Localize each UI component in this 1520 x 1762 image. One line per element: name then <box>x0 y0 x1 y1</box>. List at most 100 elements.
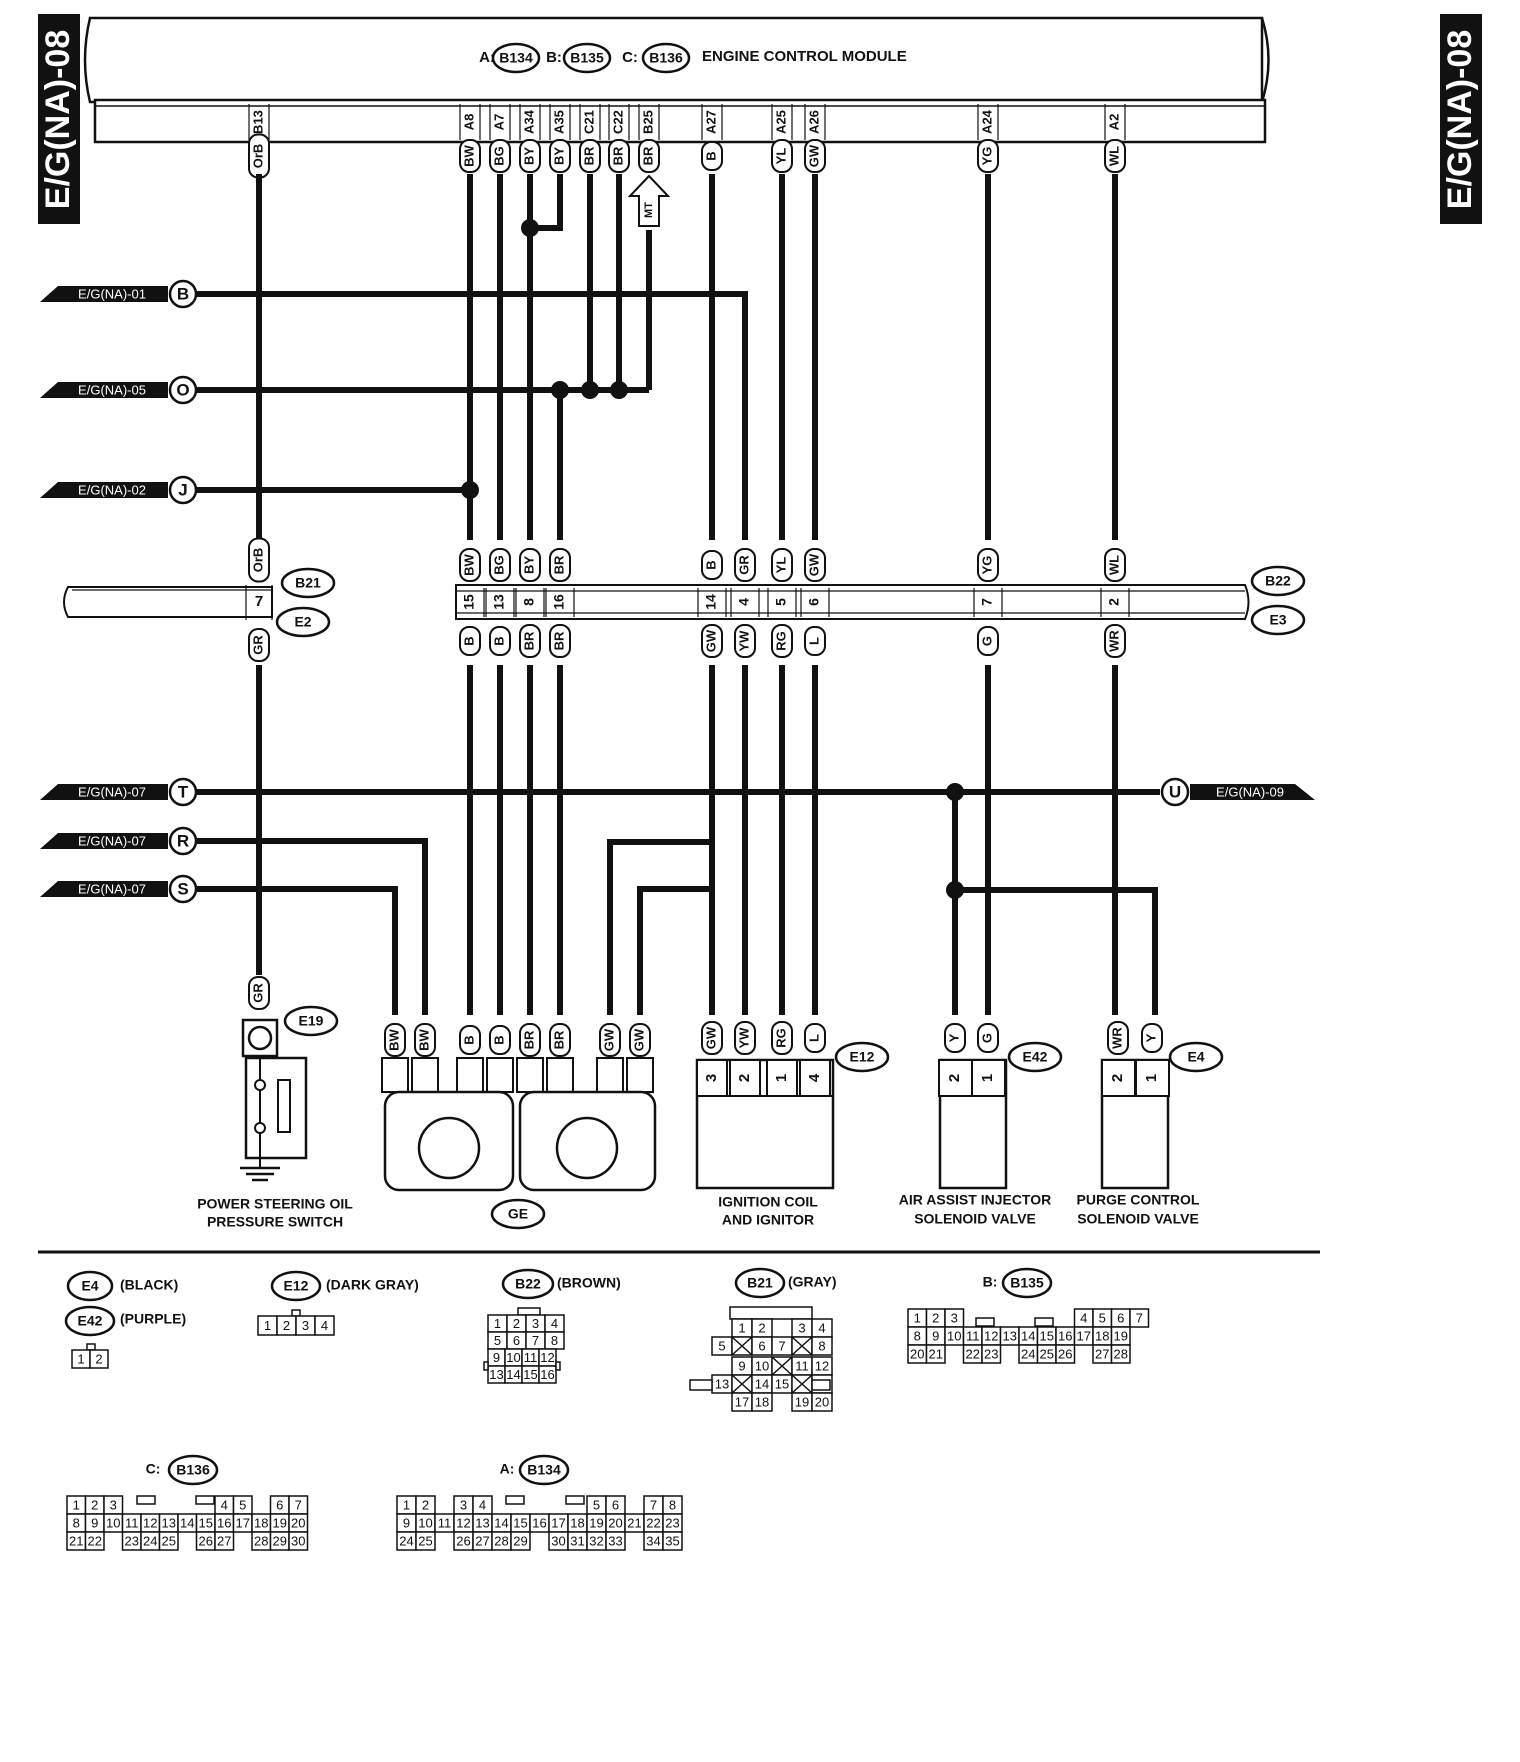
wire-gw-ge2 <box>637 886 715 1015</box>
ecm-wire-A35: BY <box>551 147 566 165</box>
b22-top-wire-6-box <box>804 548 826 582</box>
legend-b134-face-pin-2: 2 <box>422 1497 429 1512</box>
ecm-wire-A27-box <box>701 141 723 171</box>
e3-bottom-wire-13: B <box>491 636 506 645</box>
e3-bottom-wire-6: L <box>806 637 821 645</box>
air-assist-label-2: SOLENOID VALVE <box>914 1211 1036 1227</box>
ref-eg07-r-text: E/G(NA)-07 <box>78 833 146 848</box>
pc-wire-0: WR <box>1109 1027 1124 1049</box>
legend-b135-face-pin-18: 18 <box>1095 1328 1109 1343</box>
legend-b136-face-cell <box>84 1531 105 1551</box>
b22-top-wire-4: GR <box>736 555 751 575</box>
ecm-pin-C21: C21 <box>581 110 596 134</box>
b22-pin-5: 5 <box>773 598 789 606</box>
ref-eg07-r-plate <box>40 833 168 849</box>
legend-b135-face-pin-27: 27 <box>1095 1346 1109 1361</box>
ecm-wire-A34: BY <box>521 147 536 165</box>
b22-pin-8: 8 <box>521 598 537 606</box>
e3-bottom-wire-5: RG <box>773 631 788 651</box>
legend-b134-face-pin-10: 10 <box>418 1515 432 1530</box>
legend-b136-key <box>136 1495 156 1505</box>
legend-b22-face2-pin-9: 9 <box>493 1350 500 1365</box>
pc-wire-1-box <box>1141 1023 1163 1053</box>
e3-bottom-wire-16: BR <box>551 631 566 650</box>
ign-wire-2: RG <box>773 1028 788 1048</box>
legend-b136-face-pin-16: 16 <box>217 1515 231 1530</box>
legend-b134-face-pin-14: 14 <box>494 1515 508 1530</box>
legend-b136-face-pin-21: 21 <box>69 1533 83 1548</box>
e12-conn-label-oval <box>834 1041 890 1073</box>
legend-b135-face-pin-14: 14 <box>1021 1328 1035 1343</box>
e3-bottom-wire-4-box <box>734 624 756 658</box>
ecm-conn-c-oval <box>641 42 691 74</box>
legend-b136-face-pin-20: 20 <box>291 1515 305 1530</box>
b22-pin-13: 13 <box>491 594 507 610</box>
b22-top-wire-13: BG <box>491 555 506 575</box>
ecm-pin-B13: B13 <box>250 110 265 134</box>
e3-bottom-wire-2-box <box>1104 624 1126 658</box>
legend-b21-face-pin-5: 5 <box>718 1338 725 1353</box>
e3-bottom-wire-7: G <box>979 636 994 646</box>
aa-pin-cell <box>938 1059 973 1097</box>
page-tag-right: E/G(NA)-08 <box>1440 14 1482 224</box>
ign-wire-3: L <box>806 1034 821 1042</box>
junction-dot <box>581 381 599 399</box>
legend-b22-face-pin-5: 5 <box>494 1333 501 1348</box>
ge-wire-2: B <box>461 1035 476 1044</box>
ecm-label-c: C: <box>622 49 638 66</box>
b22-pin-14: 14 <box>703 594 719 610</box>
ge-wire-7: GW <box>631 1028 646 1051</box>
ecm-wire-A24: YG <box>979 147 994 166</box>
legend-b134-face-pin-22: 22 <box>646 1515 660 1530</box>
legend-b134-face-pin-24: 24 <box>399 1533 413 1548</box>
aa-wire-0-box <box>944 1023 966 1053</box>
legend-b134-face-cell <box>662 1531 683 1551</box>
legend-b134-face-pin-12: 12 <box>456 1515 470 1530</box>
ge-wire-2-box <box>459 1025 481 1055</box>
aa-pin-cell <box>971 1059 1006 1097</box>
legend-b135-face-pin-23: 23 <box>984 1346 998 1361</box>
legend-b134-face-pin-31: 31 <box>570 1533 584 1548</box>
legend-b134-face-pin-32: 32 <box>589 1533 603 1548</box>
legend-b21-face2-pin-11: 11 <box>795 1358 809 1373</box>
legend-b22-face2-pin-10: 10 <box>506 1350 520 1365</box>
legend-b134-face-pin-1: 1 <box>403 1497 410 1512</box>
legend-b134-face-pin-28: 28 <box>494 1533 508 1548</box>
ecm-wire-C22-box <box>608 139 630 173</box>
b21-conn-label-oval <box>280 567 336 599</box>
ecm-pin-A8: A8 <box>461 114 476 131</box>
ignition-label-2: AND IGNITOR <box>722 1212 814 1228</box>
pc-pin-1: 1 <box>1143 1074 1160 1082</box>
legend-b134-face-pin-6: 6 <box>612 1497 619 1512</box>
legend-b135-face-pin-26: 26 <box>1058 1346 1072 1361</box>
ps-label-2: PRESSURE SWITCH <box>207 1214 343 1230</box>
legend-b134-face-cell <box>605 1531 626 1551</box>
ge-wire-0-box <box>384 1023 406 1057</box>
ref-eg07-r-letter: R <box>177 831 189 850</box>
legend-b22-face2-pin-14: 14 <box>506 1367 520 1382</box>
legend-b21-face-pin-3: 3 <box>798 1320 805 1335</box>
b22-top-wire-8-box <box>519 548 541 582</box>
legend-b22-face2-pin-11: 11 <box>524 1350 538 1365</box>
ignition-label-1: IGNITION COIL <box>718 1194 818 1210</box>
ps-switch-body <box>244 1056 308 1160</box>
ecm-pin-A34: A34 <box>521 109 536 134</box>
ign-wire-2-box <box>771 1021 793 1055</box>
ge-unit-2-port <box>555 1116 619 1180</box>
legend-e12-conn: E12 <box>284 1278 309 1294</box>
ref-eg05-o-letter: O <box>176 380 189 399</box>
legend-b21-conn: B21 <box>747 1275 773 1291</box>
legend-b134-face-pin-7: 7 <box>650 1497 657 1512</box>
legend-b21-face2-pin-9: 9 <box>738 1358 745 1373</box>
b22-top-wire-2-box <box>1104 548 1126 582</box>
ref-eg02-j-plate <box>40 482 168 498</box>
ign-pin-cell <box>729 1059 761 1097</box>
legend-b22-face2-pin-12: 12 <box>540 1350 554 1365</box>
legend-b136-face-pin-25: 25 <box>162 1533 176 1548</box>
legend-b22-side <box>555 1361 561 1371</box>
legend-b136-face-pin-12: 12 <box>143 1515 157 1530</box>
e3-bottom-wire-2: WR <box>1106 630 1121 652</box>
ign-pin-3: 3 <box>703 1074 720 1082</box>
ps-wire-label-box <box>248 976 270 1010</box>
